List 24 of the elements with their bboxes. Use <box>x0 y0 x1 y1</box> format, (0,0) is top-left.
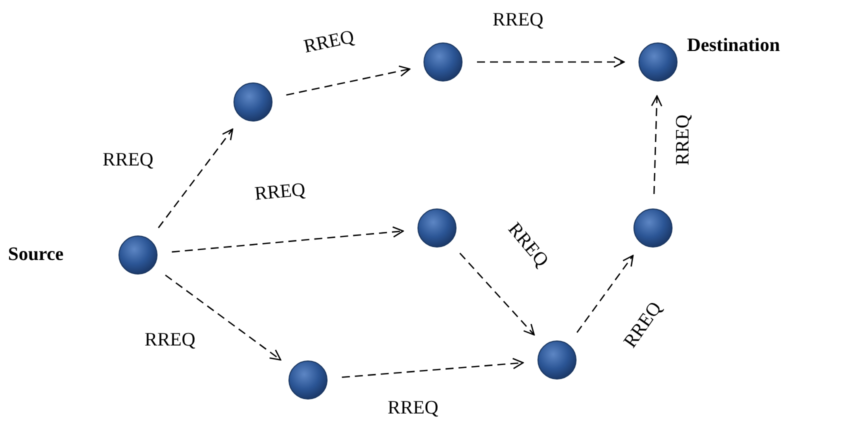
dashed-arrow <box>477 56 625 68</box>
node-circle <box>233 82 273 122</box>
edge-label: RREQ <box>674 112 692 168</box>
node-caption: Destination <box>687 36 780 55</box>
node-circle <box>537 340 577 380</box>
dashed-arrow <box>172 226 404 253</box>
node-caption: Source <box>8 245 64 264</box>
node-circle <box>633 208 673 248</box>
edge-label: RREQ <box>100 150 156 170</box>
node-circle <box>288 360 328 400</box>
edge-label: RREQ <box>490 10 546 30</box>
dashed-arrow <box>459 252 535 336</box>
edge-label: RREQ <box>142 330 198 350</box>
node-circle <box>638 42 678 82</box>
dashed-arrow <box>286 66 410 96</box>
dashed-arrow <box>158 128 234 228</box>
node-circle <box>417 208 457 248</box>
dashed-arrow <box>651 95 662 194</box>
node-circle <box>423 42 463 82</box>
dashed-arrow <box>576 254 634 333</box>
dashed-arrow <box>165 274 282 360</box>
node-circle <box>118 235 158 275</box>
dashed-arrow <box>342 358 524 378</box>
edge-label: RREQ <box>386 398 440 418</box>
